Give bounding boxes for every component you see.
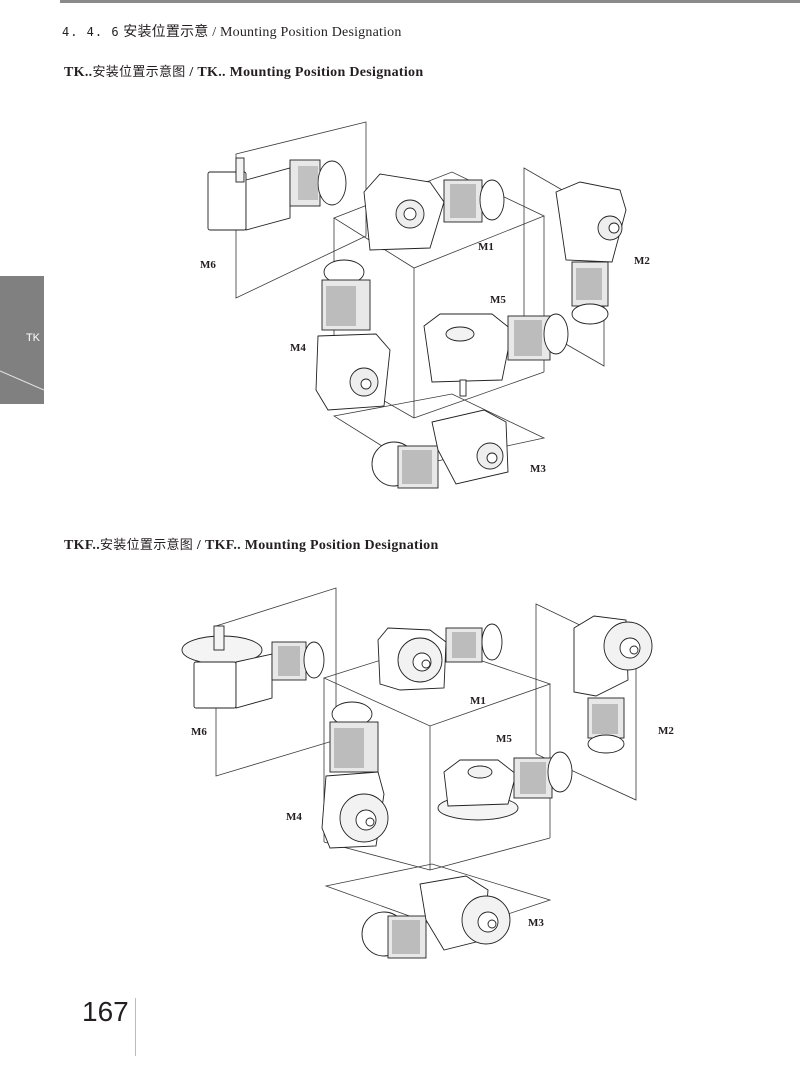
m1-gearmotor	[363, 173, 505, 251]
tab-divider-line	[0, 370, 44, 391]
section-title: 4. 4. 6 安装位置示意 / Mounting Position Desig…	[62, 21, 402, 41]
m3-gearmotor	[371, 409, 509, 489]
m5-gearmotor	[437, 751, 573, 821]
m6-gearmotor	[207, 157, 347, 231]
section-number: 4. 4. 6	[62, 25, 120, 39]
m4-gearmotor	[315, 259, 391, 411]
tkf-label-m4: M4	[286, 811, 302, 823]
m6-gearmotor	[181, 625, 325, 709]
tkf-mounting-diagram: M1 M2 M3 M4 M5 M6	[181, 587, 674, 959]
m6-plane	[235, 121, 367, 299]
m4-gearmotor	[321, 701, 389, 849]
section-title-separator: /	[212, 25, 217, 40]
tkf-title-en: TKF.. Mounting Position Designation	[204, 538, 439, 553]
m5-gearmotor	[423, 313, 569, 397]
tkf-label-m3: M3	[528, 917, 544, 929]
tk-title-en: TK.. Mounting Position Designation	[197, 65, 424, 80]
m3-gearmotor	[361, 875, 511, 959]
chapter-tab-label: TK	[25, 332, 40, 344]
tkf-title-cn: 安装位置示意图	[100, 538, 194, 553]
tk-label-m3: M3	[530, 463, 546, 475]
m2-gearmotor	[573, 615, 653, 754]
tkf-title-separator: /	[196, 538, 202, 553]
tkf-label-m6: M6	[191, 726, 207, 738]
tk-diagram-title: TK..安装位置示意图 / TK.. Mounting Position Des…	[64, 61, 423, 81]
top-rule	[60, 0, 800, 3]
tk-label-m5: M5	[490, 294, 506, 306]
m1-gearmotor	[377, 623, 503, 691]
m2-gearmotor	[555, 181, 627, 325]
tk-label-m1: M1	[478, 241, 494, 253]
tkf-label-m1: M1	[470, 695, 486, 707]
chapter-tab: TK	[0, 276, 44, 404]
tkf-label-m2: M2	[658, 725, 674, 737]
tk-title-separator: /	[189, 65, 194, 80]
tkf-title-prefix: TKF..	[64, 538, 100, 553]
tk-title-prefix: TK..	[64, 65, 93, 80]
section-title-en: Mounting Position Designation	[219, 25, 402, 40]
tk-title-cn: 安装位置示意图	[92, 65, 186, 80]
tkf-diagram-title: TKF..安装位置示意图 / TKF.. Mounting Position D…	[64, 534, 439, 554]
tk-label-m6: M6	[200, 259, 216, 271]
tk-label-m2: M2	[634, 255, 650, 267]
page-number-divider	[135, 998, 136, 1056]
tk-mounting-diagram: M1 M2 M3 M4 M5 M6	[200, 121, 650, 489]
tkf-label-m5: M5	[496, 733, 512, 745]
section-title-cn: 安装位置示意	[123, 25, 209, 40]
page-number: 167	[82, 996, 129, 1027]
tk-label-m4: M4	[290, 342, 306, 354]
